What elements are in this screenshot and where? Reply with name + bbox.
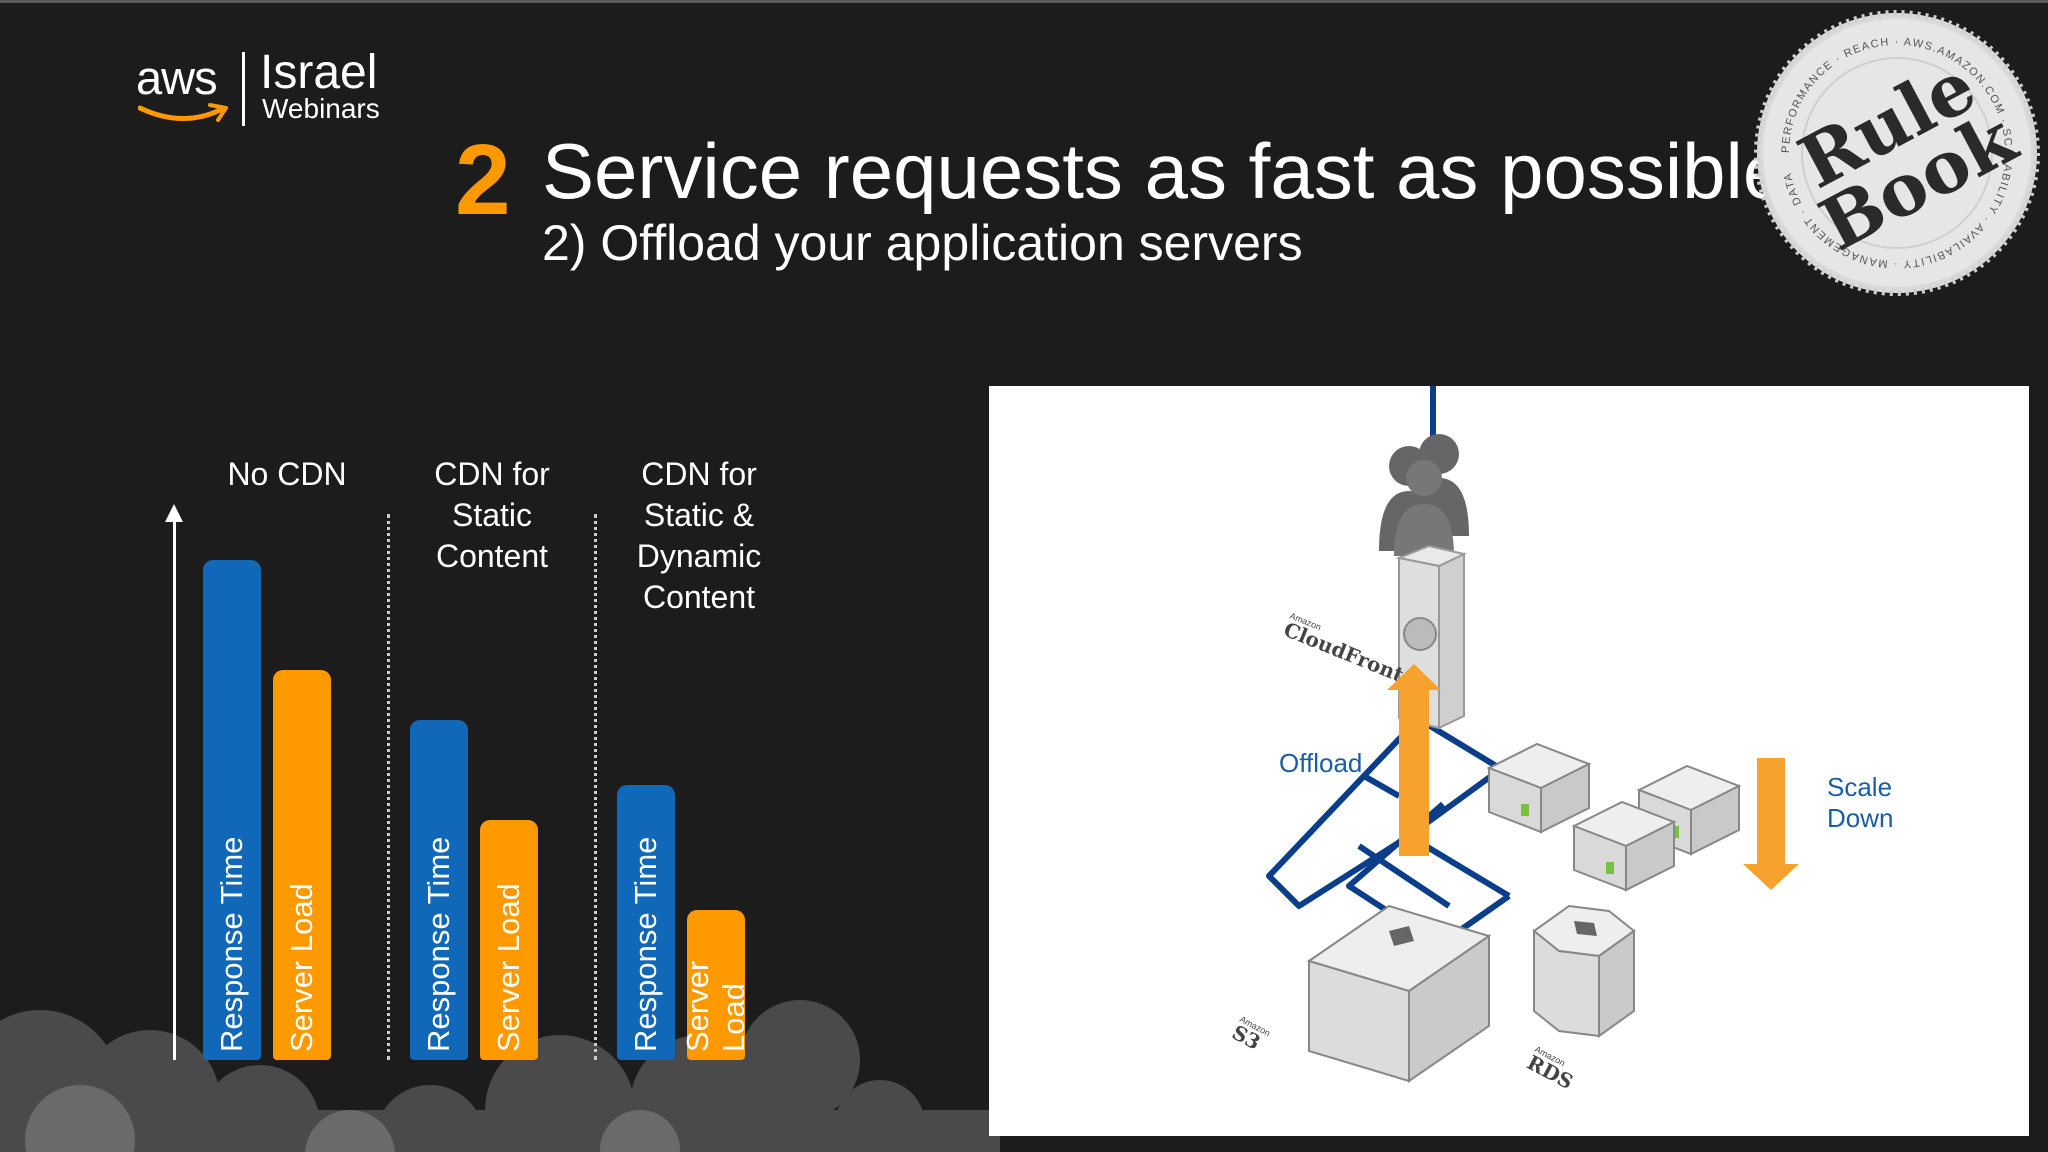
chart-bar-label-line: Server Load [491, 883, 526, 1052]
chart-bar: Response Time [410, 720, 468, 1060]
s3-label: Amazon S3 [1228, 1014, 1272, 1055]
slide-subtitle: 2) Offload your application servers [542, 215, 1303, 271]
chart-category-label-line: Content [435, 538, 549, 574]
chart-category-label: No CDN [197, 454, 377, 495]
chart-bar-label: Response Time [628, 837, 664, 1052]
logo-israel-text: Israel [260, 46, 378, 99]
logo-divider [242, 52, 245, 126]
chart-category-label-line: Static & [643, 497, 755, 533]
offload-arrow-icon [1387, 664, 1441, 856]
chart-bar-label-line: Server Load [284, 883, 319, 1052]
chart-bar-label-line: Response Time [214, 836, 249, 1052]
logo-aws-text: aws [136, 51, 218, 104]
chart-bar-label: Response Time [421, 837, 457, 1052]
chart-bar-label: Server Load [284, 883, 320, 1052]
cloudfront-architecture-diagram: Amazon CloudFront [989, 386, 2029, 1136]
chart-bar-label: Response Time [214, 837, 250, 1052]
scale-down-arrow-icon [1743, 758, 1799, 890]
s3-storage-icon [1306, 904, 1492, 1083]
app-server-icon [1486, 742, 1592, 834]
group-divider [387, 514, 390, 1060]
chart-bar-label: Server Load [491, 883, 527, 1052]
chart-axis-line [173, 520, 176, 1060]
rds-label: Amazon RDS [1523, 1044, 1577, 1094]
aws-smile-icon [138, 103, 228, 122]
chart-bar-label-line: Server [680, 960, 715, 1052]
network-line [1357, 843, 1451, 909]
architecture-diagram-svg: Amazon CloudFront [1228, 386, 1799, 1094]
rule-book-badge: PERFORMANCE · REACH · AWS.AMAZON.COM · S… [1754, 10, 2040, 296]
offload-label: Offload [1279, 748, 1363, 778]
chart-category-label-line: Content [642, 579, 756, 615]
chart-category-label-line: CDN for [641, 456, 757, 492]
logo-webinars-text: Webinars [262, 93, 380, 124]
cloudfront-name: CloudFront [1280, 617, 1407, 687]
network-lines [1266, 386, 1551, 969]
slide-number: 2 [455, 124, 511, 236]
cloud-decoration [0, 1000, 1000, 1152]
users-icon [1379, 434, 1469, 556]
chart-bar-label-line: Response Time [628, 836, 663, 1052]
scale-label-line: Scale [1827, 772, 1893, 802]
chart-bar: Server Load [480, 820, 538, 1060]
slide-title: Service requests as fast as possible [542, 127, 1787, 215]
rds-database-icon [1532, 904, 1636, 1038]
chart-category-label-line: Static [451, 497, 533, 533]
group-divider [594, 514, 597, 1060]
network-line [1266, 715, 1422, 909]
app-servers [1486, 742, 1742, 892]
chart-category-label-line: Dynamic [636, 538, 762, 574]
badge-seal-shape [1754, 10, 2040, 296]
chart-bar: Response Time [617, 785, 675, 1060]
chart-axis-arrowhead [165, 504, 183, 522]
chart-category-label-line: No CDN [227, 456, 347, 492]
chart-bar: Server Load [273, 670, 331, 1060]
top-border [0, 0, 2048, 3]
chart-bar-label-line: Load [716, 983, 751, 1052]
scale-down-label: Scale Down [1827, 772, 1893, 834]
app-server-icon [1571, 800, 1677, 892]
chart-bar: Response Time [203, 560, 261, 1060]
chart-bar-label-line: Response Time [421, 836, 456, 1052]
down-label-line: Down [1827, 803, 1894, 833]
aws-israel-webinars-logo: aws Israel Webinars [136, 46, 396, 130]
chart-category-label-line: CDN for [434, 456, 550, 492]
network-line [1362, 773, 1401, 799]
cloudfront-label: Amazon CloudFront [1280, 611, 1407, 688]
